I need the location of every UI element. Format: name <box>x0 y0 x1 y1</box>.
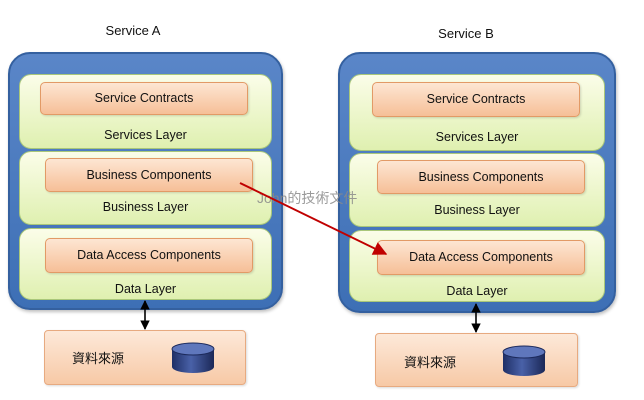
service-b-business-layer-label: Business Layer <box>434 203 520 217</box>
service-a-data-access-components: Data Access Components <box>45 238 253 273</box>
service-b-services-layer: Service Contracts Services Layer <box>349 74 605 151</box>
service-b-business-components: Business Components <box>377 160 585 194</box>
cross-service-arrow <box>239 182 388 255</box>
service-a-business-layer-label: Business Layer <box>102 200 189 214</box>
service-b-data-access-components: Data Access Components <box>377 240 585 275</box>
service-b-database-icon <box>502 345 546 376</box>
service-a-container: Service Contracts Services Layer Busines… <box>8 52 283 310</box>
service-b-data-source-label: 資料來源 <box>404 355 457 370</box>
service-a-services-layer-label: Services Layer <box>104 128 187 142</box>
service-a-data-layer: Data Access Components Data Layer <box>19 228 272 300</box>
service-b-data-layer: Data Access Components Data Layer <box>349 230 605 302</box>
service-a-services-layer: Service Contracts Services Layer <box>19 74 272 149</box>
watermark-text: John的技術文件 <box>257 190 358 206</box>
service-b-data-layer-label: Data Layer <box>446 284 508 298</box>
service-b-service-contracts: Service Contracts <box>372 82 580 117</box>
service-b-services-layer-label: Services Layer <box>435 130 519 144</box>
service-b-business-layer: Business Components Business Layer <box>349 153 605 227</box>
service-b-title: Service B <box>438 26 494 41</box>
service-a-business-layer: Business Components Business Layer <box>19 151 272 225</box>
service-a-business-components: Business Components <box>45 158 253 192</box>
service-a-data-layer-label: Data Layer <box>114 282 177 296</box>
service-a-title: Service A <box>105 23 161 38</box>
service-a-service-contracts: Service Contracts <box>40 82 248 115</box>
service-b-container: Service Contracts Services Layer Busines… <box>338 52 616 313</box>
service-a-data-source-label: 資料來源 <box>72 351 125 366</box>
service-a-database-icon <box>171 342 215 373</box>
